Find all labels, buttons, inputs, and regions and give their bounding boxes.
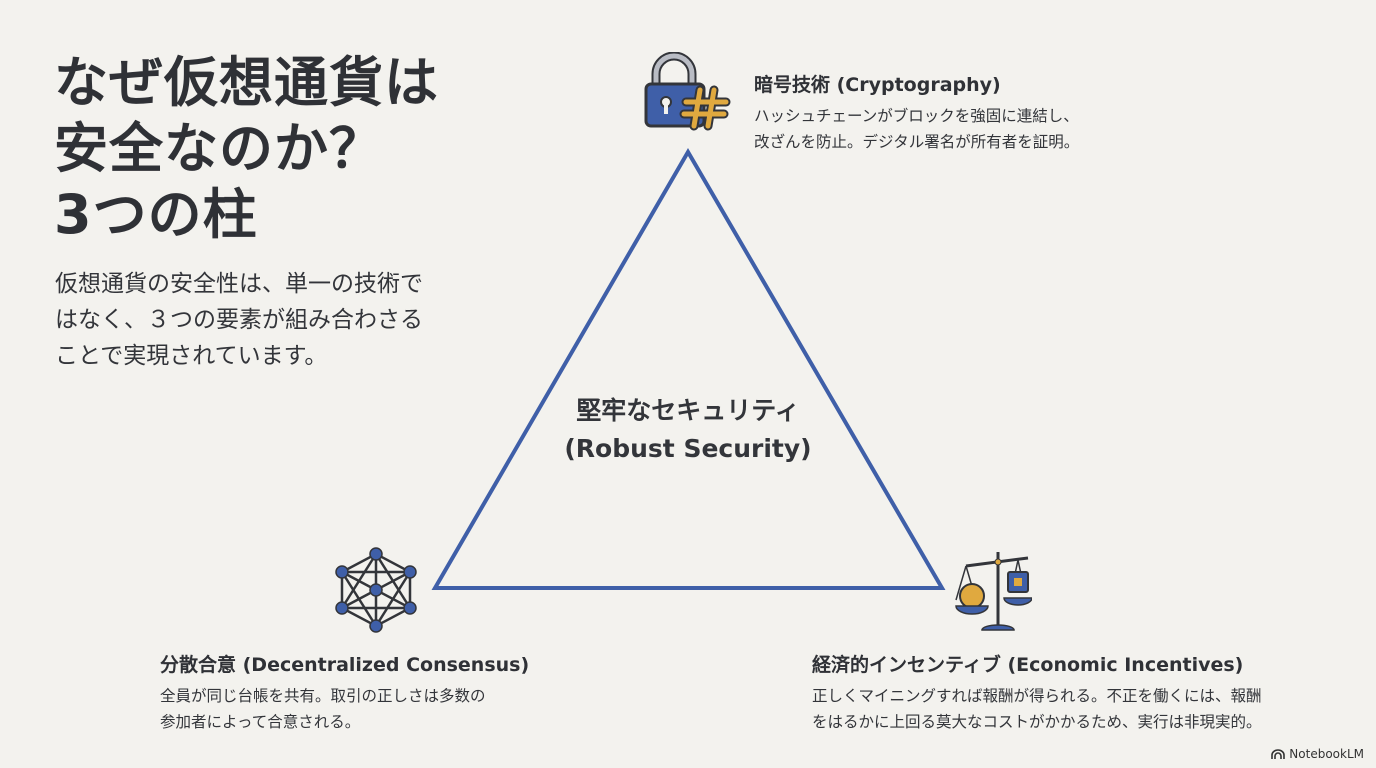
title-line: 安全なのか？ [54, 117, 384, 180]
pillar-description: 全員が同じ台帳を共有。取引の正しさは多数の 参加者によって合意される。 [160, 683, 529, 735]
description-line: ハッシュチェーンがブロックを強固に連結し、 [754, 107, 1079, 125]
description-line: 参加者によって合意される。 [160, 713, 361, 731]
pillar-incentives: 経済的インセンティブ (Economic Incentives) 正しくマイニン… [812, 650, 1262, 735]
center-label: 堅牢なセキュリティ (Robust Security) [488, 392, 888, 468]
pillar-description: ハッシュチェーンがブロックを強固に連結し、 改ざんを防止。デジタル署名が所有者を… [754, 103, 1079, 155]
title-line: なぜ仮想通貨は [54, 51, 439, 114]
page-title: なぜ仮想通貨は 安全なのか？ 3つの柱 [54, 50, 439, 248]
pillar-description: 正しくマイニングすれば報酬が得られる。不正を働くには、報酬 をはるかに上回る莫大… [812, 683, 1262, 735]
subtitle-line: ことで実現されています。 [55, 343, 328, 369]
pillar-heading: 経済的インセンティブ (Economic Incentives) [812, 654, 1244, 676]
subtitle-line: はなく、３つの要素が組み合わさる [55, 307, 423, 333]
subtitle-line: 仮想通貨の安全性は、単一の技術で [55, 271, 423, 297]
pillar-consensus: 分散合意 (Decentralized Consensus) 全員が同じ台帳を共… [160, 650, 529, 735]
brand-label: NotebookLM [1289, 747, 1364, 761]
description-line: をはるかに上回る莫大なコストがかかるため、実行は非現実的。 [812, 713, 1262, 731]
pillar-heading: 暗号技術 (Cryptography) [754, 74, 1001, 96]
pillar-cryptography: 暗号技術 (Cryptography) ハッシュチェーンがブロックを強固に連結し… [754, 70, 1079, 155]
center-label-jp: 堅牢なセキュリティ [576, 396, 800, 425]
scale-coin-chip-icon [955, 552, 1032, 631]
lock-hash-icon [644, 52, 731, 131]
description-line: 改ざんを防止。デジタル署名が所有者を証明。 [754, 133, 1080, 151]
title-line: 3つの柱 [54, 183, 258, 246]
notebooklm-logo-icon [1271, 748, 1286, 759]
notebooklm-brand: NotebookLM [1271, 747, 1364, 761]
page-subtitle: 仮想通貨の安全性は、単一の技術で はなく、３つの要素が組み合わさる ことで実現さ… [55, 266, 423, 374]
description-line: 全員が同じ台帳を共有。取引の正しさは多数の [160, 687, 486, 705]
pillar-heading: 分散合意 (Decentralized Consensus) [160, 654, 530, 676]
network-nodes-icon [335, 547, 417, 633]
description-line: 正しくマイニングすれば報酬が得られる。不正を働くには、報酬 [812, 687, 1262, 705]
center-label-en: (Robust Security) [564, 434, 812, 463]
